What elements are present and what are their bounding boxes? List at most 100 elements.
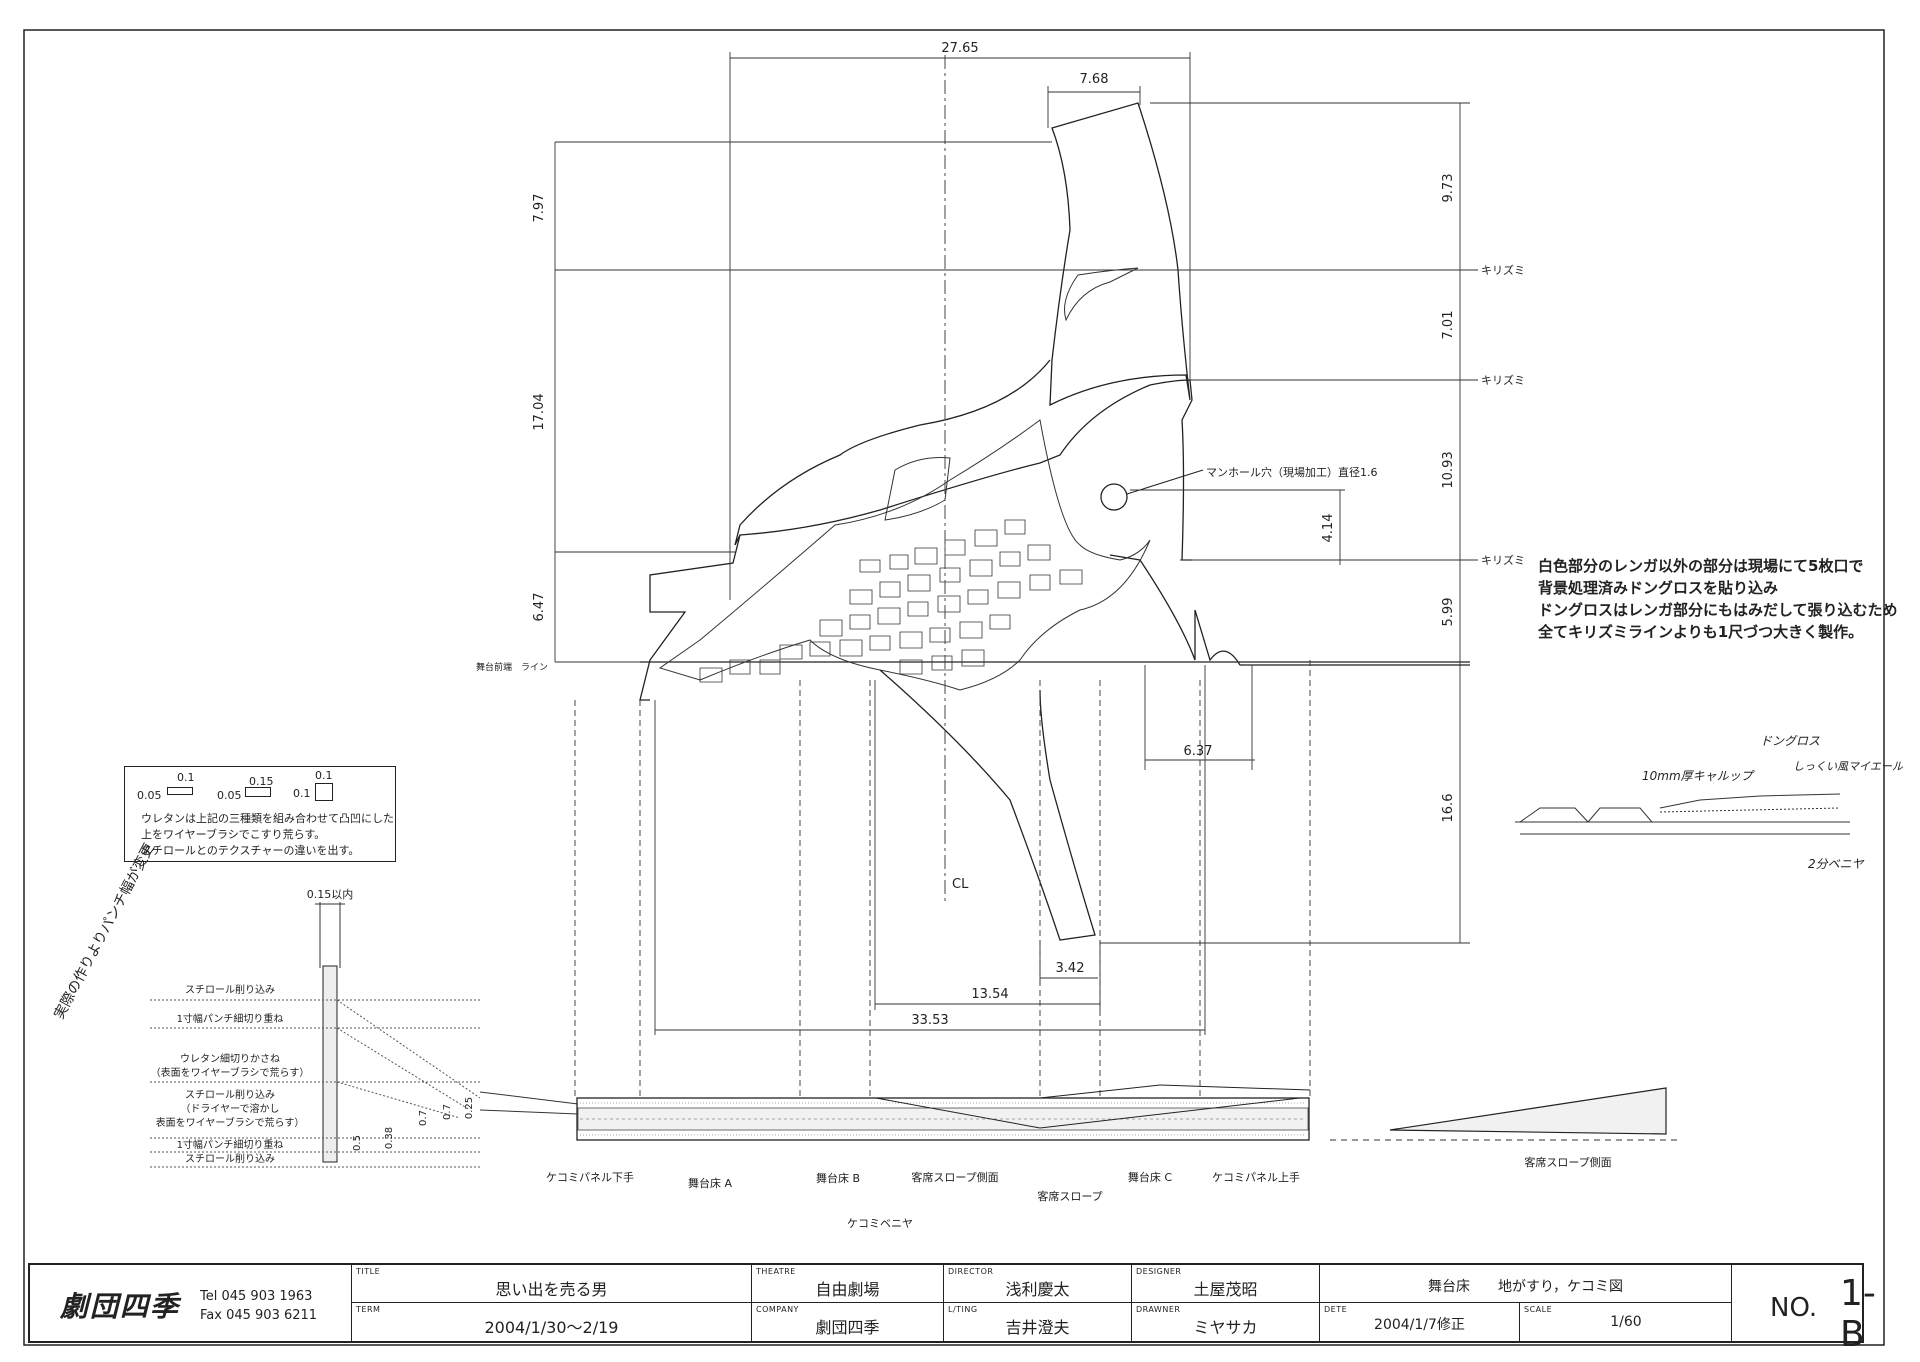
section-label-5: 客席スロープ	[1037, 1189, 1102, 1203]
legend-line-3: スチロールとのテクスチャーの違いを出す。	[141, 844, 360, 857]
layer-dim-3: 0.7	[418, 1110, 429, 1126]
layer-dim-4: 0.38	[384, 1127, 395, 1149]
title-label: TITLE	[356, 1267, 381, 1276]
floor-outline	[639, 102, 1470, 941]
lting-value: 吉井澄夫	[1005, 1318, 1070, 1337]
note-line-3: ドングロスはレンガ部分にもはみだして張り込むため	[1538, 601, 1898, 619]
theatre-value: 自由劇場	[815, 1280, 880, 1299]
layer-item-1: スチロール削り込み	[185, 983, 275, 996]
section-label-7: ケコミパネル上手	[1212, 1170, 1300, 1184]
legend-text: ウレタンは上記の三種類を組み合わせて凸凹にした 上をワイヤーブラシでこすり荒らす…	[141, 811, 394, 859]
director-value: 浅利慶太	[1005, 1280, 1070, 1299]
stage-front-label: 舞台前端 ライン	[476, 661, 548, 673]
dim-left-low: 6.47	[532, 593, 547, 622]
date-label: DETE	[1324, 1305, 1348, 1314]
tel-text: Tel 045 903 1963	[200, 1289, 313, 1304]
director-label: DIRECTOR	[948, 1267, 994, 1276]
company-value: 劇団四季	[815, 1318, 880, 1337]
dim-right-1: 9.73	[1441, 174, 1456, 203]
dim-right-depth: 16.6	[1441, 794, 1456, 823]
dim-top-width: 27.65	[941, 41, 978, 56]
sheet-no-label: NO.	[1770, 1293, 1818, 1323]
section-strip	[576, 1084, 1680, 1141]
layer-dim-5: 0.5	[352, 1135, 363, 1151]
right-front-outline	[1109, 554, 1470, 666]
note-line-2: 背景処理済みドングロスを貼り込み	[1538, 579, 1779, 597]
layer-item-9: スチロール削り込み	[185, 1152, 275, 1165]
drawner-value: ミヤサカ	[1193, 1318, 1258, 1337]
note-line-1: 白色部分のレンガ以外の部分は現場にて5枚口で	[1538, 557, 1864, 575]
kirizumi-label-2: キリズミ	[1481, 373, 1525, 387]
section-label-3: 舞台床 B	[816, 1171, 860, 1185]
tongue-outline	[879, 669, 1096, 941]
dim-right-2: 7.01	[1441, 311, 1456, 340]
section-label-9: 客席スロープ側面	[1524, 1155, 1611, 1169]
theatre-label: THEATRE	[756, 1267, 796, 1276]
dim-right-4: 5.99	[1441, 598, 1456, 627]
dim-left-mid: 17.04	[532, 393, 547, 430]
title-value: 思い出を売る男	[495, 1280, 608, 1299]
side-section-notes: 10mm厚キャルップ ドングロス しっくい風マイエール 2分ベニヤ	[1642, 734, 1904, 871]
legend-swatch-3	[315, 783, 333, 801]
urethane-legend: 0.1 0.05 0.15 0.05 0.1 0.1 ウレタンは上記の三種類を組…	[124, 766, 396, 862]
layer-dim-2: 0.7	[442, 1104, 453, 1120]
handnote-3: しっくい風マイエール	[1793, 760, 1904, 773]
company-label: COMPANY	[756, 1305, 799, 1314]
layer-texts: スチロール削り込み 1寸幅パンチ細切り重ね ウレタン細切りかさね （表面をワイヤ…	[51, 840, 475, 1165]
layer-item-4: （表面をワイヤーブラシで荒らす）	[151, 1066, 310, 1079]
note-line-4: 全てキリズミラインよりも1尺づつ大きく製作。	[1538, 623, 1864, 641]
scale-value: 1/60	[1610, 1314, 1642, 1330]
dim-top-right-width: 7.68	[1080, 72, 1109, 87]
layer-item-6: （ドライヤーで溶かし	[180, 1102, 279, 1115]
layer-item-2: 1寸幅パンチ細切り重ね	[177, 1012, 284, 1025]
legend-n1: 0.1	[177, 771, 195, 784]
title-block: 劇団四季 Tel 045 903 1963 Fax 045 903 6211 T…	[28, 1263, 1876, 1355]
legend-line-1: ウレタンは上記の三種類を組み合わせて凸凹にした	[141, 812, 394, 825]
handnote-1: 10mm厚キャルップ	[1642, 769, 1756, 783]
title-cell: TITLE 思い出を売る男 TERM 2004/1/30〜2/19	[352, 1265, 752, 1341]
section-label-6: 舞台床 C	[1128, 1170, 1172, 1184]
term-value: 2004/1/30〜2/19	[484, 1318, 619, 1337]
designer-label: DESIGNER	[1136, 1267, 1182, 1276]
dimension-texts: 27.65 7.68 7.97 17.04 6.47 9.73 7.01 10.…	[532, 41, 1456, 1028]
designer-value: 土屋茂昭	[1193, 1280, 1258, 1299]
sheet-border	[23, 29, 1885, 1346]
company-logo: 劇団四季	[60, 1290, 181, 1323]
section-label-4: 客席スロープ側面	[911, 1170, 998, 1184]
kirizumi-labels: キリズミ キリズミ キリズミ マンホール穴（現場加工）直径1.6 舞台前端 ライ…	[476, 263, 1525, 892]
kirizumi-label-3: キリズミ	[1481, 553, 1525, 567]
left-front-outline	[639, 534, 741, 701]
legend-line-2: 上をワイヤーブラシでこすり荒らす。	[141, 828, 326, 841]
contact-info: Tel 045 903 1963 Fax 045 903 6211	[200, 1287, 317, 1325]
scale-label: SCALE	[1524, 1305, 1553, 1314]
general-note: 白色部分のレンガ以外の部分は現場にて5枚口で 背景処理済みドングロスを貼り込み …	[1538, 555, 1898, 643]
company-cell: 劇団四季 Tel 045 903 1963 Fax 045 903 6211	[30, 1265, 352, 1341]
section-label-1: ケコミパネル下手	[546, 1170, 634, 1184]
drawner-label: DRAWNER	[1136, 1305, 1181, 1314]
manhole-circle	[1100, 483, 1128, 511]
dim-manhole-offset: 4.14	[1321, 514, 1336, 543]
legend-n6: 0.1	[293, 787, 311, 800]
legend-swatch-2	[245, 787, 271, 797]
side-section-sketch	[1515, 793, 1850, 835]
date-value: 2004/1/7修正	[1374, 1317, 1465, 1333]
designer-cell: DESIGNER 土屋茂昭 DRAWNER ミヤサカ	[1132, 1265, 1320, 1341]
legend-n4: 0.05	[217, 789, 242, 802]
section-label-2: 舞台床 A	[688, 1176, 732, 1190]
layer-dim-1: 0.25	[464, 1097, 475, 1119]
dim-13-54: 13.54	[971, 987, 1008, 1002]
handnote-2: ドングロス	[1760, 734, 1820, 748]
dim-right-3: 10.93	[1441, 451, 1456, 488]
legend-n5: 0.1	[315, 769, 333, 782]
theatre-cell: THEATRE 自由劇場 COMPANY 劇団四季	[752, 1265, 944, 1341]
brick-cells	[699, 519, 1083, 683]
subject-value: 舞台床 地がすり，ケコミ図	[1427, 1279, 1624, 1295]
back-panel-outline	[1049, 102, 1191, 407]
dim-33-53: 33.53	[911, 1013, 948, 1028]
handwritten-note: 実際の作りよりパンチ幅が変更	[51, 840, 158, 1021]
layer-item-5: スチロール削り込み	[185, 1088, 275, 1101]
sheet-no-value: 1-B	[1840, 1273, 1876, 1355]
term-label: TERM	[356, 1305, 381, 1314]
